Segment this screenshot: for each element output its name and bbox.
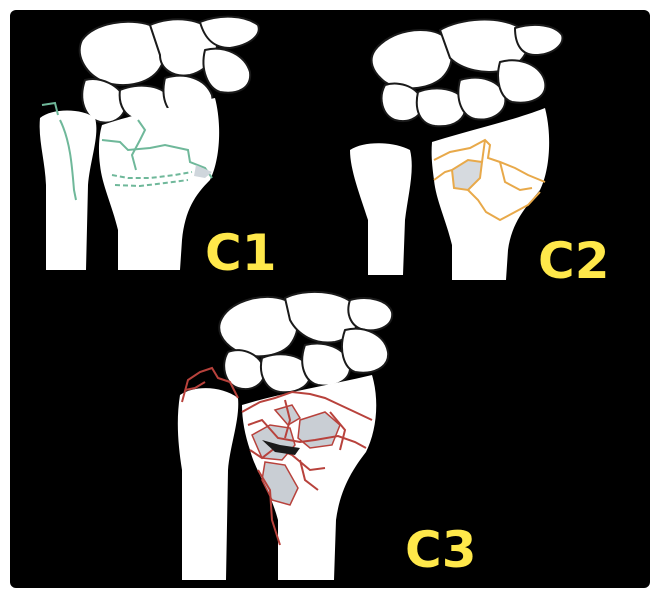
panel-label-c1: C1: [205, 224, 276, 282]
panel-label-c3: C3: [405, 521, 476, 579]
panel-label-c2: C2: [538, 232, 609, 290]
